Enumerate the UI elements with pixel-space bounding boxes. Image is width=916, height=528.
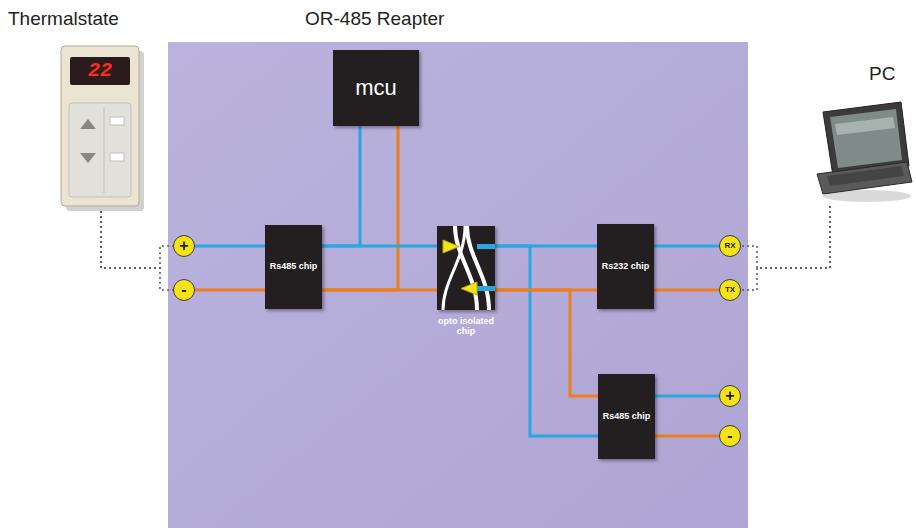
chip-label: Rs485 chip [603, 412, 651, 422]
dotted-cable [741, 206, 830, 268]
opto-illustration [437, 226, 495, 310]
dotted-cable [101, 211, 173, 268]
rs232-chip: Rs232 chip [597, 224, 654, 309]
device-title: PC [869, 64, 895, 85]
terminal: TX [719, 279, 741, 301]
dotted-cable [101, 211, 173, 290]
chip-label: mcu [355, 76, 397, 100]
rs485-chip: Rs485 chip [598, 374, 655, 459]
device-title: Thermalstate [8, 9, 119, 30]
signal-wire [322, 126, 398, 290]
signal-wire [322, 289, 437, 292]
terminal-sign: - [727, 428, 732, 444]
terminal: + [719, 385, 741, 407]
terminal: RX [719, 235, 741, 257]
signal-wire [495, 246, 598, 436]
terminal-sign: + [725, 388, 734, 404]
dotted-cable [741, 206, 830, 290]
signal-wire [655, 395, 719, 398]
chip-label: opto isolated chip [435, 317, 497, 337]
signal-wire [495, 290, 598, 396]
signal-wire [195, 245, 265, 248]
display-reading: 22 [70, 57, 130, 85]
chip-label: Rs232 chip [602, 262, 650, 272]
terminal: + [173, 235, 195, 257]
terminal-sign: - [181, 282, 186, 298]
terminal: - [719, 425, 741, 447]
housing-title: OR-485 Reapter [305, 9, 444, 30]
terminal: - [173, 279, 195, 301]
pin-name: TX [725, 286, 735, 294]
signal-wire [654, 289, 719, 292]
laptop-illustration [815, 62, 913, 206]
pin-name: RX [724, 242, 735, 250]
terminal-sign: + [179, 238, 188, 254]
opto-chip: opto isolated chip [437, 226, 495, 310]
signal-wire [655, 435, 719, 438]
signal-wire [195, 289, 265, 292]
repeater-housing: mcu + - Rs485 chip opto isolated chip Rs232 c… [168, 42, 748, 528]
pc-device: PC [815, 62, 913, 206]
rs485-chip: Rs485 chip [265, 225, 322, 309]
thermostat-device: Thermalstate22 [60, 45, 142, 211]
chip-label: Rs485 chip [270, 262, 318, 272]
signal-wire [654, 245, 719, 248]
mcu-chip: mcu [333, 50, 419, 126]
signal-wire [322, 126, 360, 246]
housing-panel [168, 42, 748, 528]
signal-wire [322, 245, 437, 248]
